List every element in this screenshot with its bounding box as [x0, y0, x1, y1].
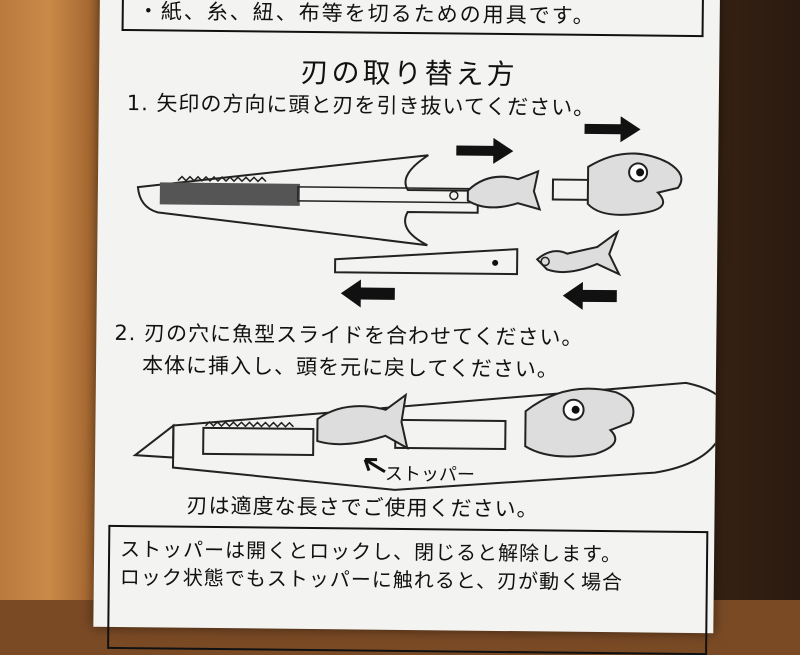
fish-slide-hole	[540, 256, 550, 267]
fish-head-pupil-1	[636, 168, 645, 177]
fish-head-1	[586, 152, 683, 216]
rail-hole	[449, 190, 459, 201]
slot-left	[202, 426, 315, 457]
blade-hole	[492, 259, 499, 266]
cutter-body-outline	[136, 154, 479, 247]
blade-stub	[159, 182, 300, 206]
fish-slide-3	[316, 392, 409, 450]
arrow-right-2	[584, 116, 641, 143]
arrow-left-2	[562, 281, 617, 310]
fish-head-2	[524, 387, 635, 458]
slot-right	[394, 418, 507, 451]
step2-line2: 本体に挿入し、頭を元に戻してください。	[141, 353, 559, 382]
rail	[297, 186, 479, 204]
usage-note: 刃は適度な長さでご使用ください。	[186, 493, 539, 522]
arrow-left-1	[340, 279, 395, 308]
illustration-layer	[132, 116, 720, 491]
cutter-assembled-outline	[171, 381, 720, 491]
fish-head-pupil-2	[571, 405, 580, 414]
fish-slide-1	[466, 169, 542, 211]
bottom-note-line2: ロック状態でもストッパーに触れると、刃が動く場合	[119, 564, 624, 595]
removed-blade	[334, 248, 519, 276]
bottom-note-box: ストッパーは開くとロックし、閉じると解除します。 ロック状態でもストッパーに触れ…	[107, 524, 709, 655]
serration-assembled	[204, 420, 294, 428]
fish-slide-2	[535, 229, 622, 277]
stopper-arrow	[363, 458, 386, 474]
stopper-label: ストッパー	[384, 463, 476, 486]
blade-tip	[132, 423, 175, 459]
step2-line1: 2. 刃の穴に魚型スライドを合わせてください。	[114, 320, 584, 350]
arrow-right-1	[456, 137, 514, 164]
instruction-card: ・紙、糸、紐、布等を切るための用具です。 刃の取り替え方 1. 矢印の方向に頭と…	[93, 0, 720, 655]
serration-top	[177, 175, 267, 183]
